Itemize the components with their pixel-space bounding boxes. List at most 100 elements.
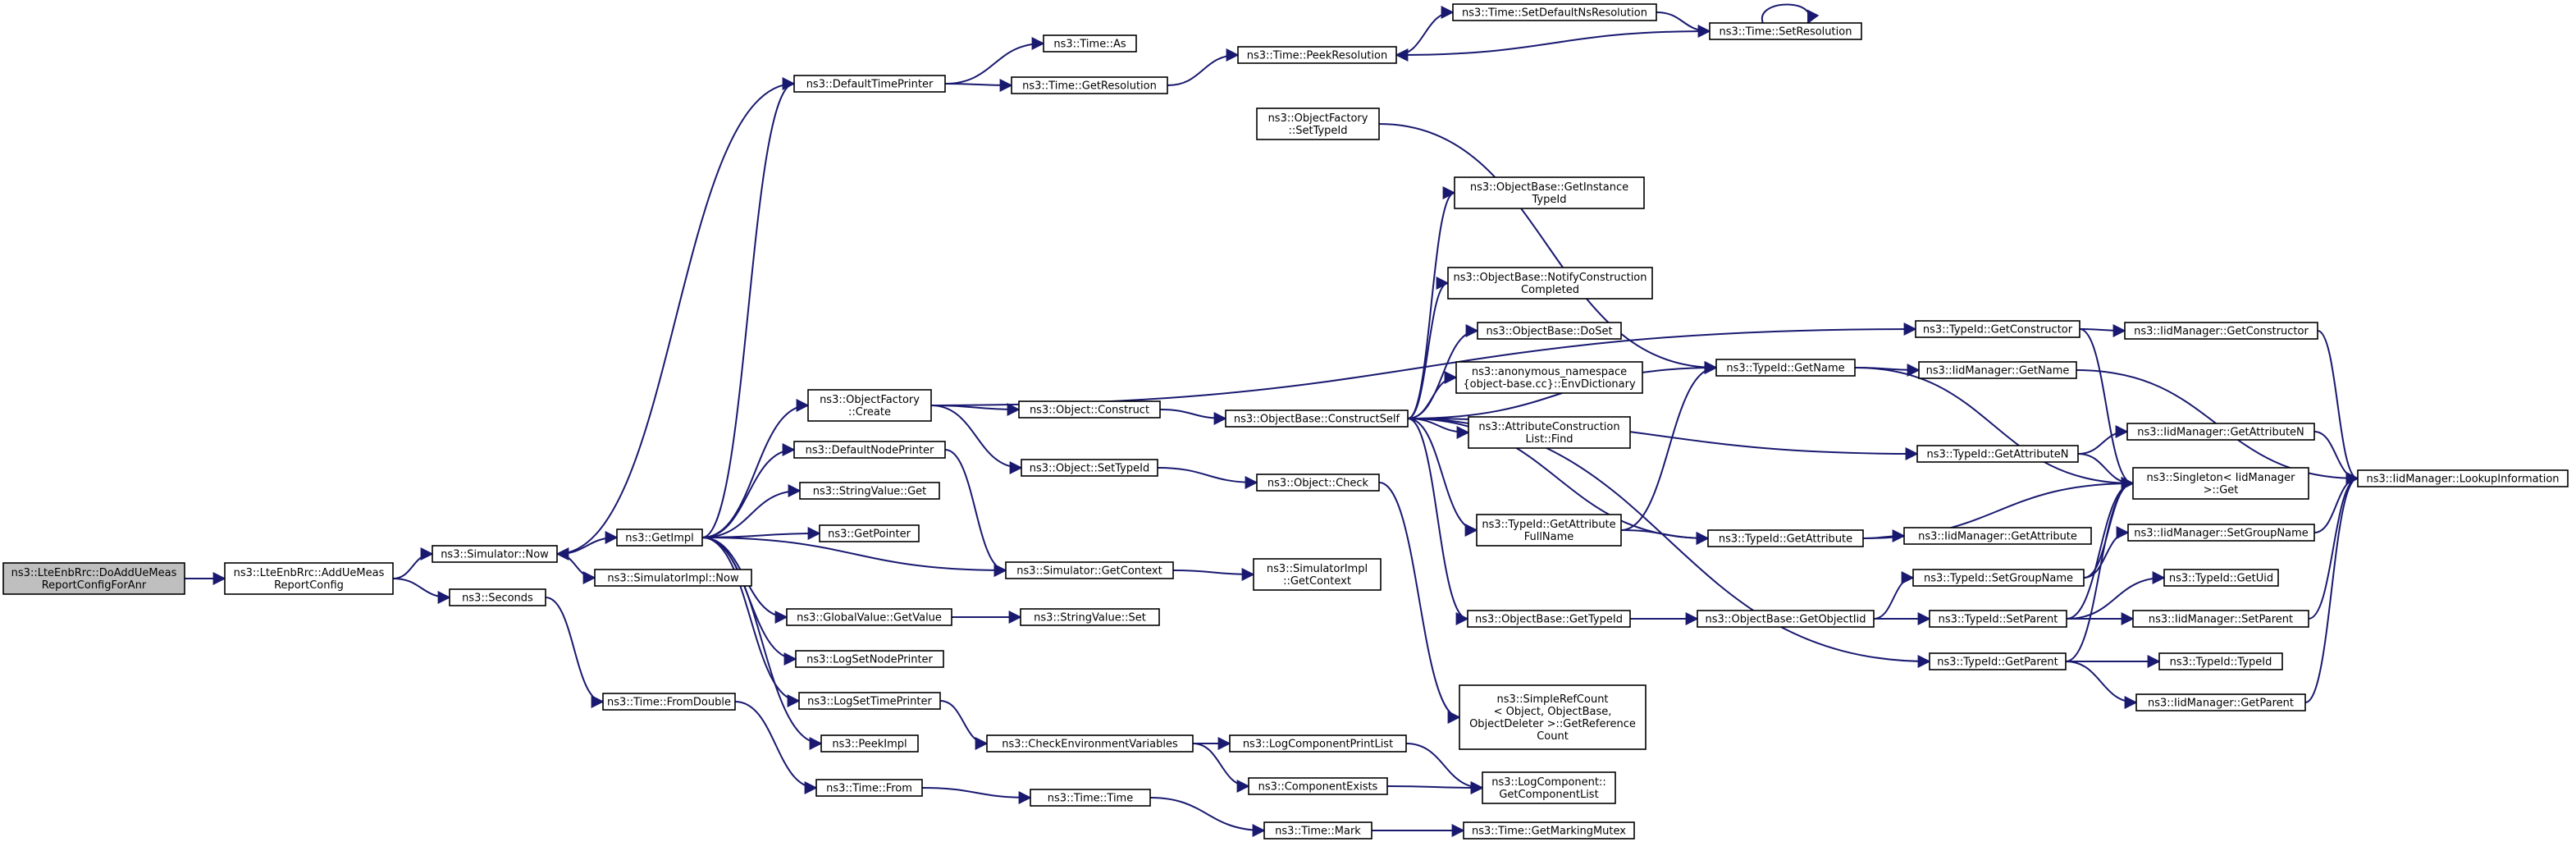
node-getAttributeN[interactable]: ns3::TypeId::GetAttributeN [1916,445,2079,463]
node-box [1452,3,1657,21]
node-box [616,528,703,547]
node-label: ns3::IidManager::SetParent [2149,614,2293,626]
node-iidGetConstructor[interactable]: ns3::IidManager::GetConstructor [2124,322,2318,340]
call-edge-getImpl-to-simGetContext [701,537,1007,577]
node-getUid[interactable]: ns3::TypeId::GetUid [2163,569,2279,587]
node-typeIdGetName[interactable]: ns3::TypeId::GetName [1715,359,1856,377]
node-notifyConstruction[interactable]: ns3::ObjectBase::NotifyConstructionCompl… [1447,267,1653,300]
node-label: FullName [1524,531,1574,543]
node-simNow[interactable]: ns3::Simulator::Now [432,545,558,563]
node-box [2126,423,2315,441]
node-defaultNodePrinter[interactable]: ns3::DefaultNodePrinter [793,441,946,459]
node-objectCheck[interactable]: ns3::Object::Check [1256,474,1380,492]
function-nodes: ns3::LteEnbRrc::DoAddUeMeasReportConfigF… [2,3,2569,840]
node-logComponentPrintList[interactable]: ns3::LogComponentPrintList [1229,734,1407,753]
node-label: ns3::Time::FromDouble [607,697,731,709]
node-objectSetTypeId[interactable]: ns3::Object::SetTypeId [1021,459,1158,477]
node-timeGetResolution[interactable]: ns3::Time::GetResolution [1011,76,1168,94]
node-timeAs[interactable]: ns3::Time::As [1043,34,1137,53]
node-box [1225,409,1409,428]
node-box [1011,76,1168,94]
node-timeTime[interactable]: ns3::Time::Time [1030,789,1151,807]
node-box [1697,610,1875,628]
node-simGetContext[interactable]: ns3::Simulator::GetContext [1005,561,1174,579]
node-iidSetParent[interactable]: ns3::IidManager::SetParent [2132,610,2309,628]
node-logSetTimePrinter[interactable]: ns3::LogSetTimePrinter [798,692,941,710]
node-label: ns3::Time::PeekResolution [1247,50,1387,62]
node-label: Count [1537,730,1569,743]
node-label: ns3::Simulator::Now [441,549,549,561]
node-box [1477,322,1622,340]
node-simpleRefCount[interactable]: ns3::SimpleRefCount< Object, ObjectBase,… [1459,684,1647,750]
node-box [1482,771,1616,804]
call-edge-ofSetTypeId-to-typeIdGetName [1378,123,1718,374]
node-ofSetTypeId[interactable]: ns3::ObjectFactory::SetTypeId [1256,108,1380,140]
node-getParent[interactable]: ns3::TypeId::GetParent [1929,652,2067,670]
node-getPointer[interactable]: ns3::GetPointer [819,524,920,542]
node-envDictionary[interactable]: ns3::anonymous_namespace{object-base.cc}… [1455,361,1643,394]
node-setParent[interactable]: ns3::TypeId::SetParent [1929,610,2067,628]
node-label: ns3::Time::Time [1048,793,1133,805]
node-getObjectIid[interactable]: ns3::ObjectBase::GetObjectIid [1697,610,1875,628]
node-componentExists[interactable]: ns3::ComponentExists [1248,777,1388,795]
node-getImpl[interactable]: ns3::GetImpl [616,528,703,547]
node-label: {object-base.cc}::EnvDictionary [1463,378,1636,391]
node-root[interactable]: ns3::LteEnbRrc::DoAddUeMeasReportConfigF… [2,562,185,595]
node-timeFrom[interactable]: ns3::Time::From [815,779,923,797]
node-stringValueGet[interactable]: ns3::StringValue::Get [799,482,940,500]
node-peekImpl[interactable]: ns3::PeekImpl [820,734,919,753]
node-constructSelf[interactable]: ns3::ObjectBase::ConstructSelf [1225,409,1409,428]
call-edge-getAttributeN-to-iidGetAttributeN [2077,425,2129,455]
node-simImplGetContext[interactable]: ns3::SimulatorImpl::GetContext [1253,558,1382,591]
node-label: ns3::ObjectFactory [820,394,920,406]
call-edge-getParent-to-iidGetParent [2065,661,2138,709]
node-objectBaseGetTypeId[interactable]: ns3::ObjectBase::GetTypeId [1467,610,1631,628]
node-simImplNow[interactable]: ns3::SimulatorImpl::Now [594,569,752,587]
node-getConstructor[interactable]: ns3::TypeId::GetConstructor [1915,320,2080,338]
node-peekResolution[interactable]: ns3::Time::PeekResolution [1237,46,1397,64]
call-edge-simGetContext-to-simImplGetContext [1172,567,1255,581]
node-iidGetAttribute[interactable]: ns3::IidManager::GetAttribute [1903,527,2092,545]
node-setDefaultNsRes[interactable]: ns3::Time::SetDefaultNsResolution [1452,3,1657,21]
node-getMarkingMutex[interactable]: ns3::Time::GetMarkingMutex [1463,821,1635,840]
node-doSet[interactable]: ns3::ObjectBase::DoSet [1477,322,1622,340]
node-defaultTimePrinter[interactable]: ns3::DefaultTimePrinter [793,75,946,93]
call-edge-setParent-to-getUid [2066,571,2166,620]
node-box [1903,527,2092,545]
node-typeIdTypeId[interactable]: ns3::TypeId::TypeId [2158,652,2283,670]
node-globalValueGetValue[interactable]: ns3::GlobalValue::GetValue [786,608,952,626]
node-label: ns3::ObjectBase::NotifyConstruction [1454,272,1647,284]
node-checkEnvVars[interactable]: ns3::CheckEnvironmentVariables [986,734,1194,753]
node-iidGetParent[interactable]: ns3::IidManager::GetParent [2135,693,2306,711]
call-edge-setResolution-to-setResolution [1761,3,1820,25]
call-edge-defaultNodePrinter-to-simGetContext [944,449,1007,577]
node-lookupInformation[interactable]: ns3::IidManager::LookupInformation [2357,469,2569,487]
node-iidGetAttributeN[interactable]: ns3::IidManager::GetAttributeN [2126,423,2315,441]
node-seconds[interactable]: ns3::Seconds [449,588,546,606]
call-edge-getAttributeFullName-to-typeIdGetAttribute [1620,529,1710,545]
node-objectConstruct[interactable]: ns3::Object::Construct [1018,400,1161,419]
call-edge-getImpl-to-defaultNodePrinter [701,443,796,538]
node-timeMark[interactable]: ns3::Time::Mark [1263,821,1372,840]
node-singletonGet[interactable]: ns3::Singleton< IidManager >::Get [2132,467,2309,500]
node-setGroupName[interactable]: ns3::TypeId::SetGroupName [1912,569,2085,587]
call-edge-getImpl-to-defaultTimePrinter [701,77,796,538]
node-getComponentList[interactable]: ns3::LogComponent::GetComponentList [1482,771,1616,804]
node-logSetNodePrinter[interactable]: ns3::LogSetNodePrinter [795,650,944,668]
node-box [1468,416,1631,449]
node-label: ns3::ComponentExists [1258,781,1378,794]
node-stringValueSet[interactable]: ns3::StringValue::Set [1020,608,1160,626]
node-typeIdGetAttribute[interactable]: ns3::TypeId::GetAttribute [1707,529,1864,547]
node-setResolution[interactable]: ns3::Time::SetResolution [1709,22,1862,40]
node-iidSetGroupName[interactable]: ns3::IidManager::SetGroupName [2127,524,2315,542]
node-iidGetName[interactable]: ns3::IidManager::GetName [1918,361,2077,379]
node-label: ns3::Singleton< IidManager [2146,472,2295,484]
node-label: ns3::Time::From [826,783,912,795]
node-fromDouble[interactable]: ns3::Time::FromDouble [602,693,736,711]
node-objFactoryCreate[interactable]: ns3::ObjectFactory::Create [807,389,932,422]
node-box [2163,569,2279,587]
